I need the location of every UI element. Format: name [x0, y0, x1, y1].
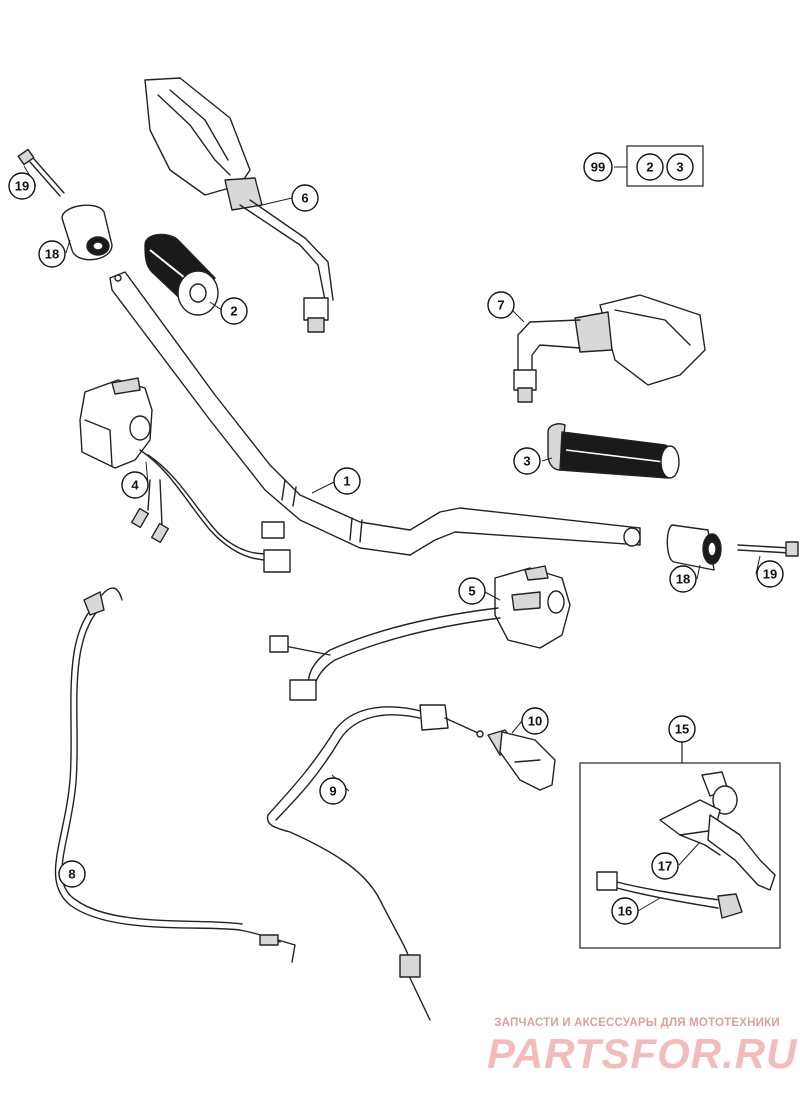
part-bar-end-left[interactable]	[61, 204, 113, 261]
callout-19-left[interactable]: 19	[8, 172, 36, 200]
part-lever[interactable]	[659, 771, 776, 891]
part-grip-right[interactable]	[547, 423, 680, 479]
part-grip-left[interactable]	[144, 233, 219, 316]
callout-19-right[interactable]: 19	[756, 560, 784, 588]
callout-label: 19	[763, 567, 777, 582]
callout-label: 16	[618, 904, 632, 919]
callout-label: 7	[497, 298, 504, 313]
callout-8[interactable]: 8	[58, 860, 86, 888]
callout-99-item-2[interactable]: 2	[636, 153, 664, 181]
callout-label: 2	[230, 304, 237, 319]
kit-box-99	[626, 145, 704, 187]
part-sensor-cable[interactable]	[596, 871, 743, 919]
callout-label: 19	[15, 179, 29, 194]
callout-4[interactable]: 4	[121, 471, 149, 499]
callout-label: 18	[676, 572, 690, 587]
callout-15[interactable]: 15	[668, 715, 696, 743]
callout-18-left[interactable]: 18	[38, 240, 66, 268]
callout-6[interactable]: 6	[291, 184, 319, 212]
callout-18-right[interactable]: 18	[669, 565, 697, 593]
callout-label: 15	[675, 722, 689, 737]
callout-label: 17	[658, 859, 672, 874]
callout-5[interactable]: 5	[458, 577, 486, 605]
callout-label: 3	[523, 454, 530, 469]
callout-label: 18	[45, 247, 59, 262]
watermark-logo: PARTSFOR.RU	[487, 1030, 798, 1077]
assembly-box-15	[579, 742, 781, 949]
part-bar-end-right[interactable]	[666, 524, 722, 571]
part-bolt-right[interactable]	[737, 541, 799, 557]
callout-3[interactable]: 3	[513, 447, 541, 475]
part-switch-left[interactable]	[79, 377, 291, 573]
callout-label: 99	[591, 160, 605, 175]
callout-label: 10	[528, 714, 542, 729]
callout-10[interactable]: 10	[521, 707, 549, 735]
part-mirror-right[interactable]	[513, 294, 706, 403]
callout-label: 9	[329, 784, 336, 799]
part-bolt-left[interactable]	[17, 148, 65, 197]
part-cable-8[interactable]	[54, 587, 296, 963]
callout-label: 3	[676, 160, 683, 175]
callout-7[interactable]: 7	[487, 291, 515, 319]
callout-1[interactable]: 1	[333, 467, 361, 495]
callout-9[interactable]: 9	[319, 777, 347, 805]
callout-label: 2	[646, 160, 653, 175]
callout-label: 1	[343, 474, 350, 489]
callout-label: 4	[131, 478, 139, 493]
callout-16[interactable]: 16	[611, 897, 639, 925]
part-switch-right[interactable]	[269, 565, 571, 701]
part-cable-9[interactable]	[266, 704, 484, 1021]
watermark-tagline: ЗАПЧАСТИ И АКСЕССУАРЫ ДЛЯ МОТОТЕХНИКИ	[494, 1017, 780, 1029]
part-mirror-left[interactable]	[144, 77, 334, 333]
callout-99-item-3[interactable]: 3	[666, 153, 694, 181]
part-handlebar[interactable]	[109, 271, 641, 556]
callout-99[interactable]: 99	[583, 152, 613, 182]
callout-2[interactable]: 2	[220, 297, 248, 325]
callout-label: 6	[301, 191, 308, 206]
callout-label: 5	[468, 584, 475, 599]
callout-17[interactable]: 17	[651, 852, 679, 880]
callout-label: 8	[68, 867, 75, 882]
part-boot[interactable]	[487, 729, 556, 791]
